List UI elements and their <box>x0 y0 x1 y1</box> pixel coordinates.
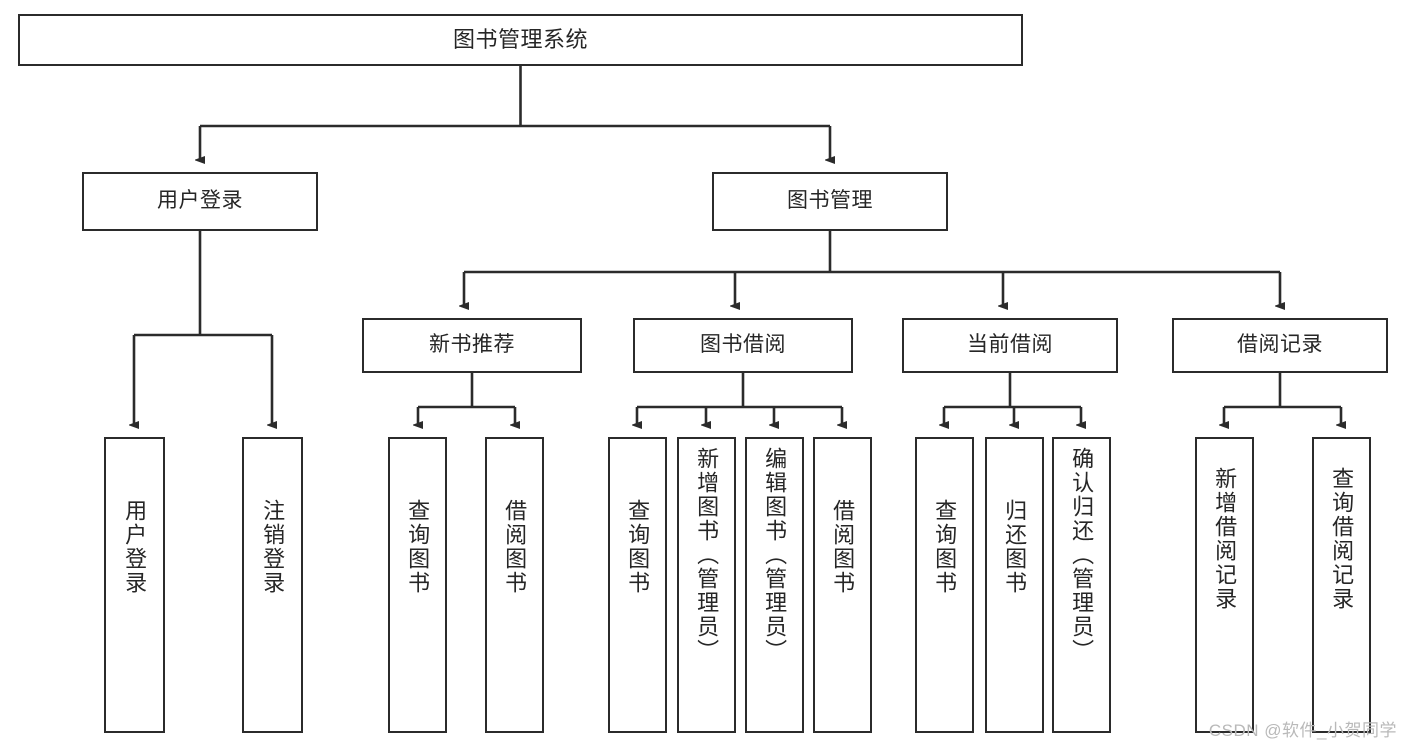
node-leaf-edit-book-label: 编辑图书（管理员） <box>762 447 788 663</box>
node-leaf-borrow-book-1-label: 借阅图书 <box>502 499 528 595</box>
node-leaf-return-book[interactable]: 归还图书 <box>985 437 1044 733</box>
node-leaf-edit-book[interactable]: 编辑图书（管理员） <box>745 437 804 733</box>
node-borrow-record[interactable]: 借阅记录 <box>1172 318 1388 373</box>
node-leaf-borrow-book-2[interactable]: 借阅图书 <box>813 437 872 733</box>
node-leaf-user-login-label: 用户登录 <box>122 499 148 595</box>
node-leaf-query-record-label: 查询借阅记录 <box>1329 467 1355 611</box>
node-leaf-return-book-label: 归还图书 <box>1002 499 1028 595</box>
node-leaf-query-book-3-label: 查询图书 <box>932 499 958 595</box>
node-leaf-query-book-3[interactable]: 查询图书 <box>915 437 974 733</box>
node-root[interactable]: 图书管理系统 <box>18 14 1023 66</box>
node-current-borrow-label: 当前借阅 <box>967 333 1053 357</box>
node-leaf-query-book-1-label: 查询图书 <box>405 499 431 595</box>
node-leaf-add-book[interactable]: 新增图书（管理员） <box>677 437 736 733</box>
node-leaf-borrow-book-1[interactable]: 借阅图书 <box>485 437 544 733</box>
node-book-manage[interactable]: 图书管理 <box>712 172 948 231</box>
node-leaf-confirm-return-label: 确认归还（管理员） <box>1069 447 1095 663</box>
node-new-book-recommend-label: 新书推荐 <box>429 333 515 357</box>
node-user-login-label: 用户登录 <box>157 189 243 213</box>
node-leaf-add-book-label: 新增图书（管理员） <box>694 447 720 663</box>
node-leaf-query-record[interactable]: 查询借阅记录 <box>1312 437 1371 733</box>
node-leaf-logout-label: 注销登录 <box>260 499 286 595</box>
node-leaf-logout[interactable]: 注销登录 <box>242 437 303 733</box>
node-book-borrow-label: 图书借阅 <box>700 333 786 357</box>
node-book-borrow[interactable]: 图书借阅 <box>633 318 853 373</box>
node-current-borrow[interactable]: 当前借阅 <box>902 318 1118 373</box>
node-borrow-record-label: 借阅记录 <box>1237 333 1323 357</box>
node-new-book-recommend[interactable]: 新书推荐 <box>362 318 582 373</box>
node-leaf-user-login[interactable]: 用户登录 <box>104 437 165 733</box>
node-leaf-confirm-return[interactable]: 确认归还（管理员） <box>1052 437 1111 733</box>
node-user-login[interactable]: 用户登录 <box>82 172 318 231</box>
node-leaf-add-record[interactable]: 新增借阅记录 <box>1195 437 1254 733</box>
node-leaf-query-book-1[interactable]: 查询图书 <box>388 437 447 733</box>
node-book-manage-label: 图书管理 <box>787 189 873 213</box>
node-leaf-query-book-2[interactable]: 查询图书 <box>608 437 667 733</box>
node-leaf-add-record-label: 新增借阅记录 <box>1212 467 1238 611</box>
node-leaf-borrow-book-2-label: 借阅图书 <box>830 499 856 595</box>
node-leaf-query-book-2-label: 查询图书 <box>625 499 651 595</box>
watermark: CSDN @软件_小贺同学 <box>1208 721 1397 740</box>
node-root-label: 图书管理系统 <box>452 27 588 53</box>
